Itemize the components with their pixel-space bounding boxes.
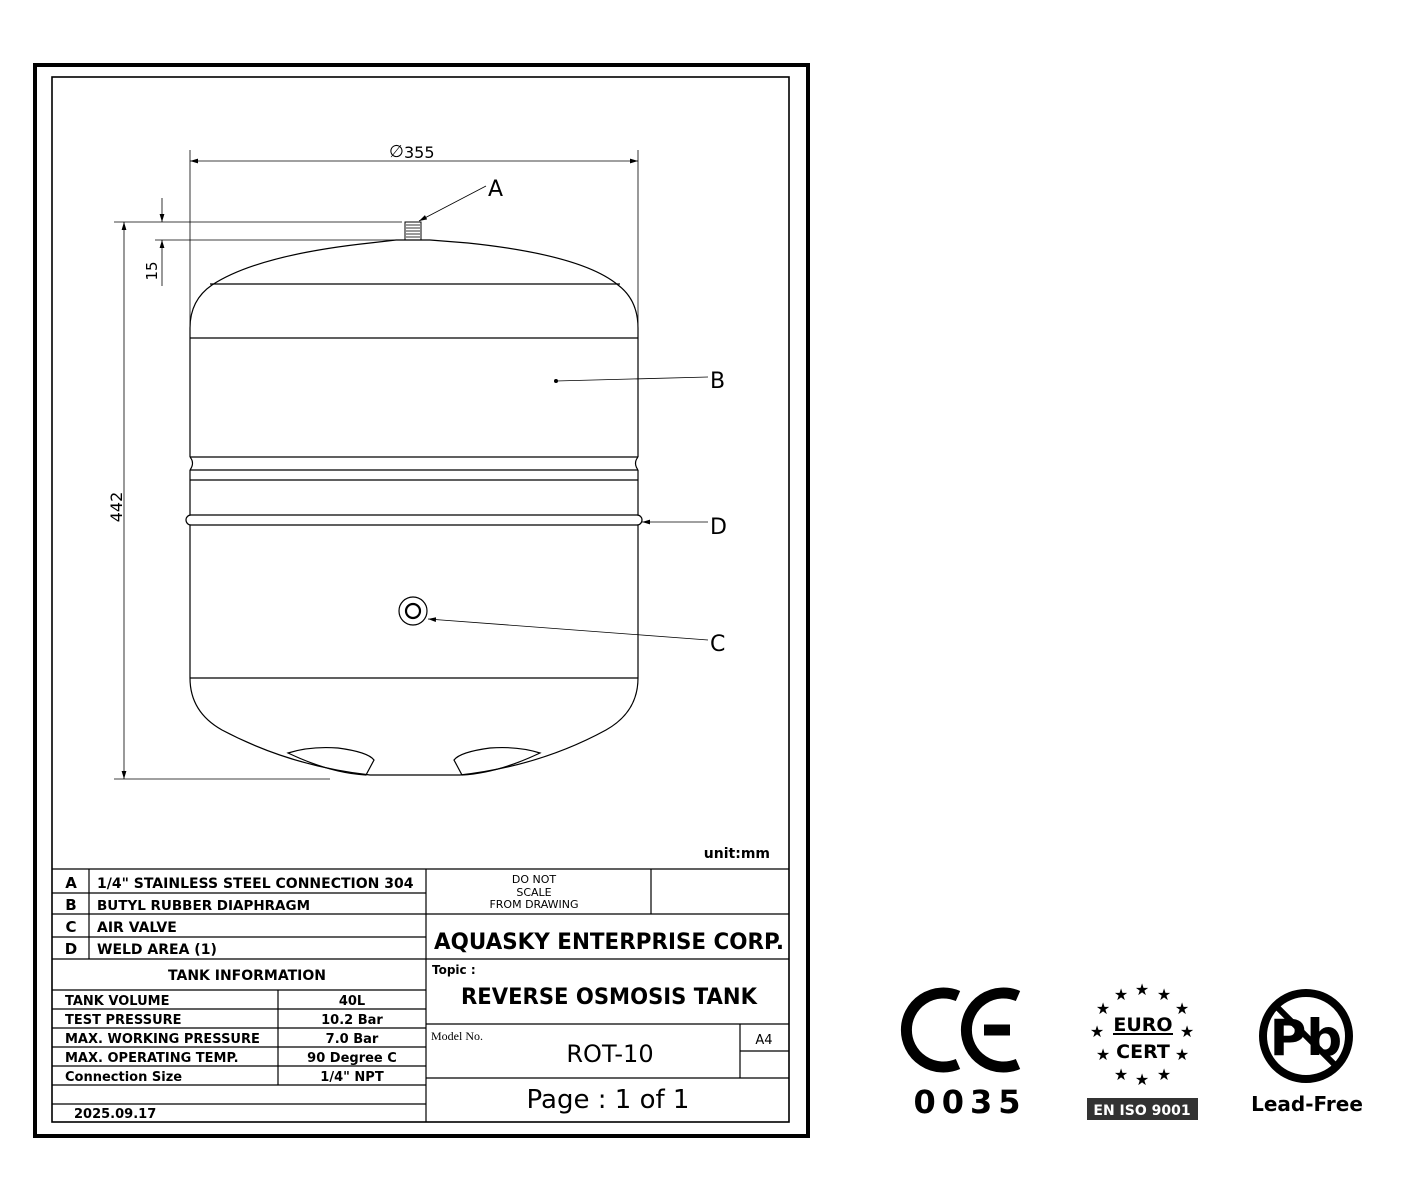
tank-info-heading: TANK INFORMATION bbox=[168, 968, 326, 984]
tank-info-label: TANK VOLUME bbox=[65, 994, 169, 1009]
unit-label: unit:mm bbox=[704, 846, 770, 862]
tank-outline bbox=[185, 221, 643, 776]
tank-info-value: 7.0 Bar bbox=[326, 1032, 379, 1047]
tank-info-label: MAX. OPERATING TEMP. bbox=[65, 1051, 239, 1066]
part-key: C bbox=[65, 918, 76, 936]
diameter-value: 355 bbox=[404, 143, 435, 162]
svg-text:★: ★ bbox=[1096, 1045, 1110, 1064]
model-label: Model No. bbox=[431, 1029, 483, 1043]
part-key: A bbox=[65, 874, 77, 892]
lead-free-label: Lead-Free bbox=[1251, 1092, 1363, 1116]
svg-text:★: ★ bbox=[1157, 1065, 1171, 1084]
part-desc: AIR VALVE bbox=[97, 920, 177, 936]
topic-title: REVERSE OSMOSIS TANK bbox=[461, 985, 758, 1010]
svg-text:★: ★ bbox=[1175, 999, 1189, 1018]
svg-text:★: ★ bbox=[1157, 985, 1171, 1004]
drawing-date: 2025.09.17 bbox=[74, 1107, 156, 1122]
callout-c: C bbox=[710, 632, 725, 657]
svg-text:★: ★ bbox=[1090, 1022, 1104, 1041]
svg-text:★: ★ bbox=[1135, 980, 1149, 999]
euro-cert-line1: EURO bbox=[1113, 1014, 1172, 1036]
euro-cert-line2: CERT bbox=[1116, 1041, 1170, 1063]
title-block-grid bbox=[52, 868, 789, 1122]
diameter-symbol: ∅ bbox=[389, 142, 404, 162]
svg-text:★: ★ bbox=[1180, 1022, 1194, 1041]
outer-frame bbox=[33, 63, 810, 1138]
tank-info-value: 10.2 Bar bbox=[321, 1013, 383, 1028]
part-key: D bbox=[65, 940, 77, 958]
topic-label: Topic : bbox=[432, 963, 476, 977]
iso-badge bbox=[1087, 1098, 1198, 1120]
height-dimension bbox=[114, 221, 402, 780]
lead-free-symbol: Pb bbox=[1270, 1009, 1342, 1067]
tank-info-label: MAX. WORKING PRESSURE bbox=[65, 1032, 260, 1047]
ce-mark-icon bbox=[900, 987, 1021, 1073]
scale-note: DO NOT SCALE FROM DRAWING bbox=[489, 873, 578, 911]
tank-info-value: 90 Degree C bbox=[307, 1051, 397, 1066]
scale-note-line: FROM DRAWING bbox=[489, 898, 578, 911]
tank-info-value: 40L bbox=[339, 994, 365, 1009]
euro-cert-stars-icon: ★★★ ★★ ★★ ★★ ★★★ bbox=[1090, 980, 1194, 1089]
company-name: AQUASKY ENTERPRISE CORP. bbox=[434, 930, 784, 955]
tank-info-table: TANK VOLUME 40L TEST PRESSURE 10.2 Bar M… bbox=[65, 994, 397, 1085]
diameter-dimension bbox=[189, 150, 639, 335]
svg-text:★: ★ bbox=[1135, 1070, 1149, 1089]
part-desc: BUTYL RUBBER DIAPHRAGM bbox=[97, 898, 310, 914]
tank-info-label: TEST PRESSURE bbox=[65, 1013, 182, 1028]
svg-text:★: ★ bbox=[1096, 999, 1110, 1018]
model-number: ROT-10 bbox=[566, 1040, 653, 1068]
callout-b: B bbox=[710, 369, 725, 394]
parts-list: A 1/4" STAINLESS STEEL CONNECTION 304 B … bbox=[65, 874, 414, 958]
part-desc: WELD AREA (1) bbox=[97, 942, 217, 958]
air-valve bbox=[398, 596, 428, 626]
scale-note-line: DO NOT bbox=[512, 873, 557, 886]
scale-note-line: SCALE bbox=[516, 886, 551, 899]
callout-leaders bbox=[418, 185, 709, 641]
lead-free-icon bbox=[1259, 989, 1353, 1083]
callout-a: A bbox=[488, 177, 503, 202]
connection-threads bbox=[406, 224, 420, 238]
ce-number: 0035 bbox=[913, 1083, 1026, 1121]
tank-info-label: Connection Size bbox=[65, 1070, 182, 1085]
svg-text:★: ★ bbox=[1175, 1045, 1189, 1064]
part-desc: 1/4" STAINLESS STEEL CONNECTION 304 bbox=[97, 876, 414, 892]
page-indicator: Page : 1 of 1 bbox=[527, 1085, 690, 1115]
svg-text:★: ★ bbox=[1114, 1065, 1128, 1084]
connection-height-value: 15 bbox=[143, 261, 161, 280]
iso-text: EN ISO 9001 bbox=[1093, 1103, 1190, 1119]
part-key: B bbox=[65, 896, 76, 914]
callout-b-dot bbox=[554, 379, 558, 383]
ce-mark-text: CE bbox=[968, 974, 970, 976]
tank-info-value: 1/4" NPT bbox=[320, 1070, 384, 1085]
sheet-size: A4 bbox=[755, 1033, 772, 1048]
connection-dimension bbox=[155, 198, 396, 286]
svg-text:★: ★ bbox=[1114, 985, 1128, 1004]
inner-frame bbox=[51, 76, 790, 1123]
height-value: 442 bbox=[107, 492, 126, 523]
callout-d: D bbox=[710, 515, 727, 540]
